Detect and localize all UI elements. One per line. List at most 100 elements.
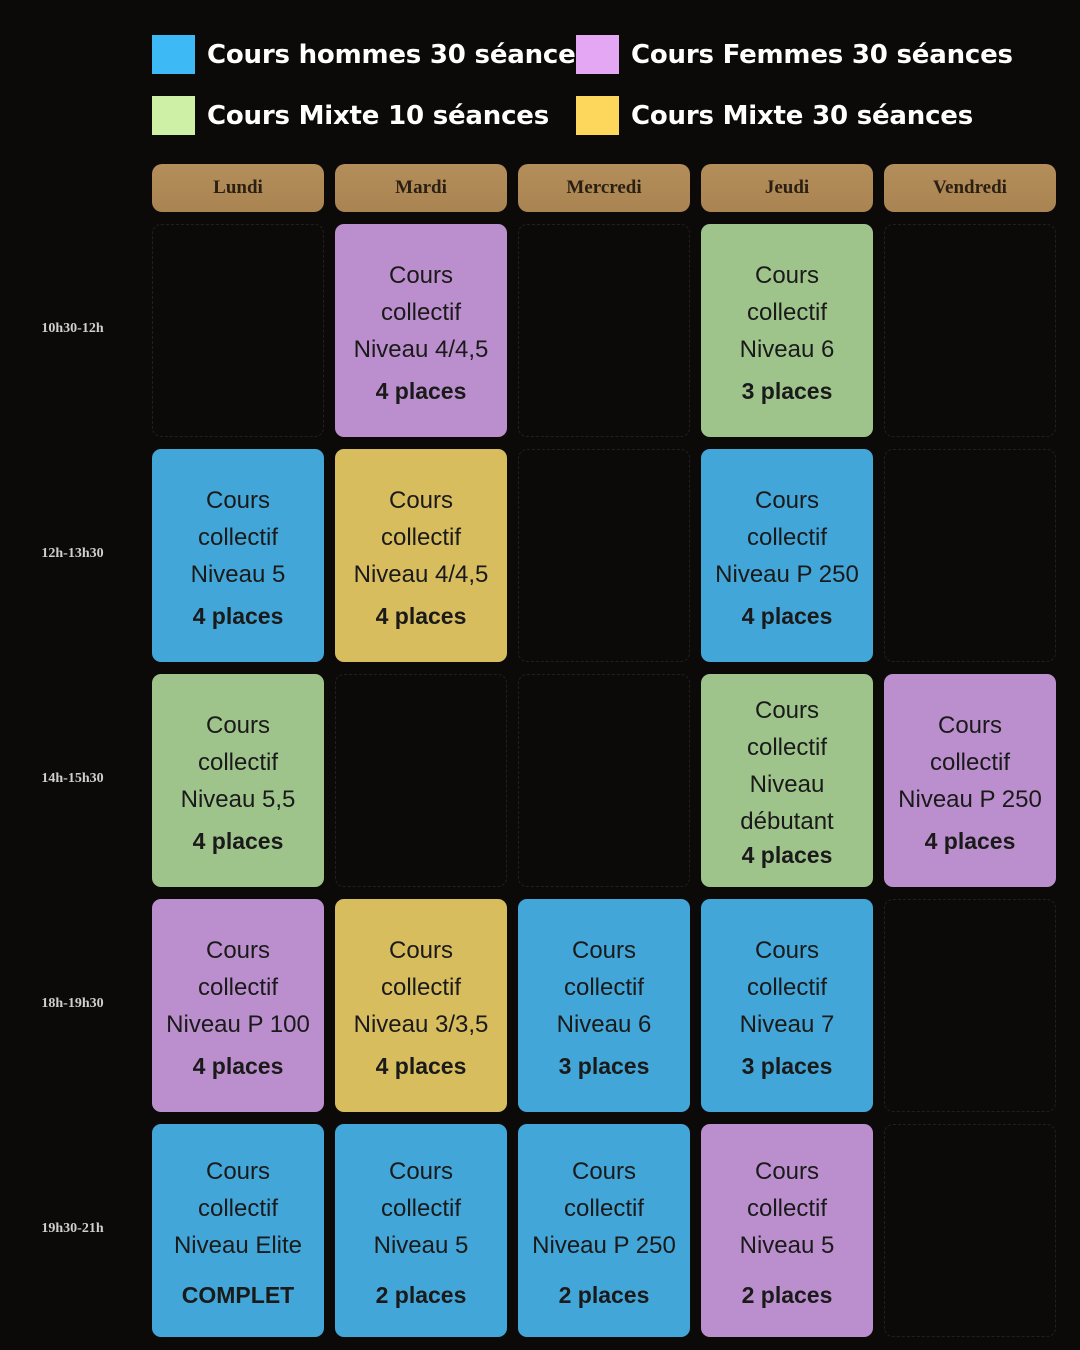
course-places: 4 places (924, 827, 1016, 854)
course-kind: collectif (197, 748, 279, 776)
course-kind: collectif (746, 298, 828, 326)
course-level: Niveau P 250 (898, 785, 1042, 813)
course-kind: collectif (563, 1194, 645, 1222)
course-card[interactable]: Cours collectif Niveau 4/4,5 4 places (335, 224, 507, 437)
course-type: Cours (205, 936, 271, 964)
course-card[interactable]: Cours collectif Niveau 5,5 4 places (152, 674, 324, 887)
course-level: Niveau 7 (739, 1010, 835, 1038)
empty-slot (518, 674, 690, 887)
day-header-vendredi: Vendredi (884, 164, 1056, 212)
course-places: COMPLET (181, 1281, 295, 1308)
legend-mixte30: Cours Mixte 30 séances (576, 96, 973, 135)
course-card[interactable]: Cours collectif Niveau 7 3 places (701, 899, 873, 1112)
legend-swatch-mixte10 (152, 96, 195, 135)
empty-slot (884, 899, 1056, 1112)
course-places: 4 places (375, 602, 467, 629)
empty-slot (884, 449, 1056, 662)
course-level: Niveau 4/4,5 (353, 335, 489, 363)
course-kind: collectif (746, 523, 828, 551)
course-kind: collectif (197, 1194, 279, 1222)
course-level: Niveau 5,5 (180, 785, 296, 813)
day-header-jeudi: Jeudi (701, 164, 873, 212)
course-type: Cours (205, 711, 271, 739)
time-label-5: 19h30-21h (41, 1221, 104, 1236)
course-level: Niveau P 250 (532, 1231, 676, 1259)
empty-slot (518, 449, 690, 662)
course-type: Cours (205, 1157, 271, 1185)
course-places: 2 places (741, 1281, 833, 1308)
course-type: Cours (571, 936, 637, 964)
day-header-mercredi: Mercredi (518, 164, 690, 212)
course-card[interactable]: Cours collectif Niveau 6 3 places (701, 224, 873, 437)
course-level-detail: débutant (740, 808, 834, 835)
legend-swatch-mixte30 (576, 96, 619, 135)
course-kind: collectif (380, 298, 462, 326)
course-card[interactable]: Cours collectif Niveau P 250 4 places (884, 674, 1056, 887)
course-kind: collectif (197, 523, 279, 551)
course-level: Niveau P 100 (166, 1010, 310, 1038)
course-card[interactable]: Cours collectif Niveau P 250 2 places (518, 1124, 690, 1337)
time-label-1: 10h30-12h (41, 321, 104, 336)
course-kind: collectif (746, 734, 828, 761)
legend-swatch-femmes (576, 35, 619, 74)
course-level: Niveau (749, 771, 825, 798)
course-kind: collectif (197, 973, 279, 1001)
course-level: Niveau 6 (556, 1010, 652, 1038)
course-level: Niveau 3/3,5 (353, 1010, 489, 1038)
course-kind: collectif (380, 523, 462, 551)
course-card[interactable]: Cours collectif Niveau 5 2 places (335, 1124, 507, 1337)
course-card[interactable]: Cours collectif Niveau 3/3,5 4 places (335, 899, 507, 1112)
legend-hommes: Cours hommes 30 séances (152, 35, 591, 74)
legend-label-femmes: Cours Femmes 30 séances (631, 39, 1013, 70)
empty-slot (152, 224, 324, 437)
course-places: 4 places (741, 602, 833, 629)
course-type: Cours (388, 1157, 454, 1185)
course-type: Cours (754, 1157, 820, 1185)
time-label-2: 12h-13h30 (41, 546, 104, 561)
empty-slot (335, 674, 507, 887)
course-places: 3 places (741, 377, 833, 404)
course-type: Cours (388, 486, 454, 514)
course-type: Cours (205, 486, 271, 514)
course-type: Cours (388, 936, 454, 964)
course-level: Niveau 5 (373, 1231, 469, 1259)
course-card[interactable]: Cours collectif Niveau 4/4,5 4 places (335, 449, 507, 662)
day-header-lundi: Lundi (152, 164, 324, 212)
course-places: 4 places (192, 1052, 284, 1079)
legend-femmes: Cours Femmes 30 séances (576, 35, 1013, 74)
course-card[interactable]: Cours collectif Niveau P 250 4 places (701, 449, 873, 662)
course-places: 2 places (558, 1281, 650, 1308)
course-places: 4 places (375, 377, 467, 404)
empty-slot (884, 1124, 1056, 1337)
course-kind: collectif (929, 748, 1011, 776)
course-level: Niveau Elite (173, 1231, 303, 1259)
course-places: 2 places (375, 1281, 467, 1308)
empty-slot (884, 224, 1056, 437)
course-kind: collectif (746, 1194, 828, 1222)
time-label-3: 14h-15h30 (41, 771, 104, 786)
course-card[interactable]: Cours collectif Niveau P 100 4 places (152, 899, 324, 1112)
course-card[interactable]: Cours collectif Niveau 6 3 places (518, 899, 690, 1112)
course-kind: collectif (746, 973, 828, 1001)
course-card[interactable]: Cours collectif Niveau 5 4 places (152, 449, 324, 662)
course-kind: collectif (563, 973, 645, 1001)
course-places: 4 places (192, 602, 284, 629)
day-header-mardi: Mardi (335, 164, 507, 212)
course-places: 4 places (375, 1052, 467, 1079)
course-level: Niveau 5 (190, 560, 286, 588)
course-card[interactable]: Cours collectif Niveau débutant 4 places (701, 674, 873, 887)
course-type: Cours (388, 261, 454, 289)
legend-label-mixte30: Cours Mixte 30 séances (631, 100, 973, 131)
course-card[interactable]: Cours collectif Niveau Elite COMPLET (152, 1124, 324, 1337)
course-kind: collectif (380, 973, 462, 1001)
legend-label-hommes: Cours hommes 30 séances (207, 39, 591, 70)
course-type: Cours (754, 697, 820, 724)
course-card[interactable]: Cours collectif Niveau 5 2 places (701, 1124, 873, 1337)
course-places: 3 places (741, 1052, 833, 1079)
course-level: Niveau 6 (739, 335, 835, 363)
course-type: Cours (571, 1157, 637, 1185)
time-label-4: 18h-19h30 (41, 996, 104, 1011)
course-level: Niveau 5 (739, 1231, 835, 1259)
legend-swatch-hommes (152, 35, 195, 74)
empty-slot (518, 224, 690, 437)
